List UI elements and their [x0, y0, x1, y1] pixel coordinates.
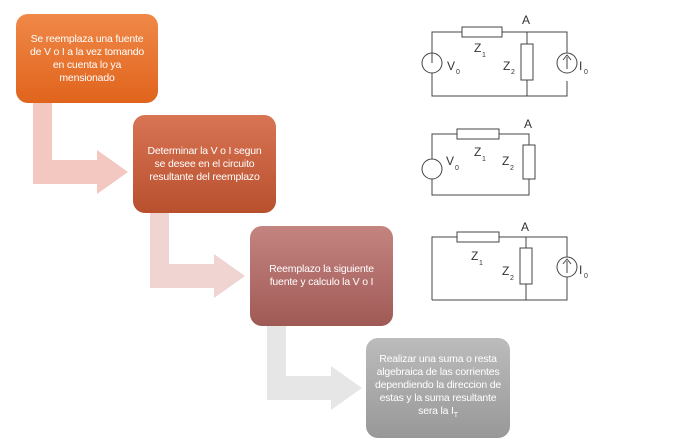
connector-arrow-1: [33, 103, 128, 194]
connector-arrow-3: [267, 326, 362, 410]
step-1-box: Se reemplaza una fuente de V o I a la ve…: [16, 14, 158, 103]
step-3-box: Reemplazo la siguiente fuente y calculo …: [250, 226, 393, 326]
step-3-text: Reemplazo la siguiente fuente y calculo …: [269, 263, 374, 288]
circuit-1-z1-label: Z: [474, 41, 481, 55]
circuit-2-vsource-label: V: [446, 154, 454, 168]
circuit-1-z2-label: Z: [503, 59, 510, 73]
step-2-box: Determinar la V o I segun se desee en el…: [133, 115, 276, 213]
circuit-1-z2-sub: 2: [511, 69, 515, 76]
circuit-1: [421, 26, 578, 97]
step-2-text: Determinar la V o I segun se desee en el…: [147, 144, 262, 183]
step-4-box: Realizar una suma o resta algebraica de …: [366, 338, 510, 438]
step-4-subscript: T: [453, 412, 458, 420]
circuit-1-vsource-label: V: [447, 59, 455, 73]
circuit-1-z1-sub: 1: [482, 52, 486, 59]
circuit-3-node-label: A: [521, 220, 529, 234]
circuit-2-z2-sub: 2: [510, 165, 514, 172]
circuit-3-z1-label: Z: [471, 249, 478, 263]
circuit-3-z1-sub: 1: [479, 260, 483, 267]
circuit-1-isource-label: I: [579, 59, 582, 73]
step-4-text: Realizar una suma o resta algebraica de …: [374, 353, 502, 422]
circuit-2-z1-sub: 1: [482, 156, 486, 163]
circuit-3-z2-sub: 2: [510, 275, 514, 282]
circuit-3-isource-sub: 0: [584, 273, 588, 280]
step-4-main-text: Realizar una suma o resta algebraica de …: [375, 353, 501, 418]
circuit-3-isource-label: I: [579, 263, 582, 277]
circuit-3-z2-label: Z: [502, 264, 509, 278]
circuit-2-z2-label: Z: [502, 154, 509, 168]
step-1-text: Se reemplaza una fuente de V o I a la ve…: [29, 32, 145, 84]
circuit-1-node-label: A: [522, 13, 530, 27]
circuit-1-vsource-sub: 0: [456, 69, 460, 76]
circuit-3: [431, 231, 578, 301]
connector-arrow-2: [150, 213, 245, 298]
circuit-2: [421, 128, 536, 196]
circuit-2-node-label: A: [524, 117, 532, 131]
circuit-2-vsource-sub: 0: [455, 165, 459, 172]
circuit-2-z1-label: Z: [474, 145, 481, 159]
circuit-1-isource-sub: 0: [584, 69, 588, 76]
